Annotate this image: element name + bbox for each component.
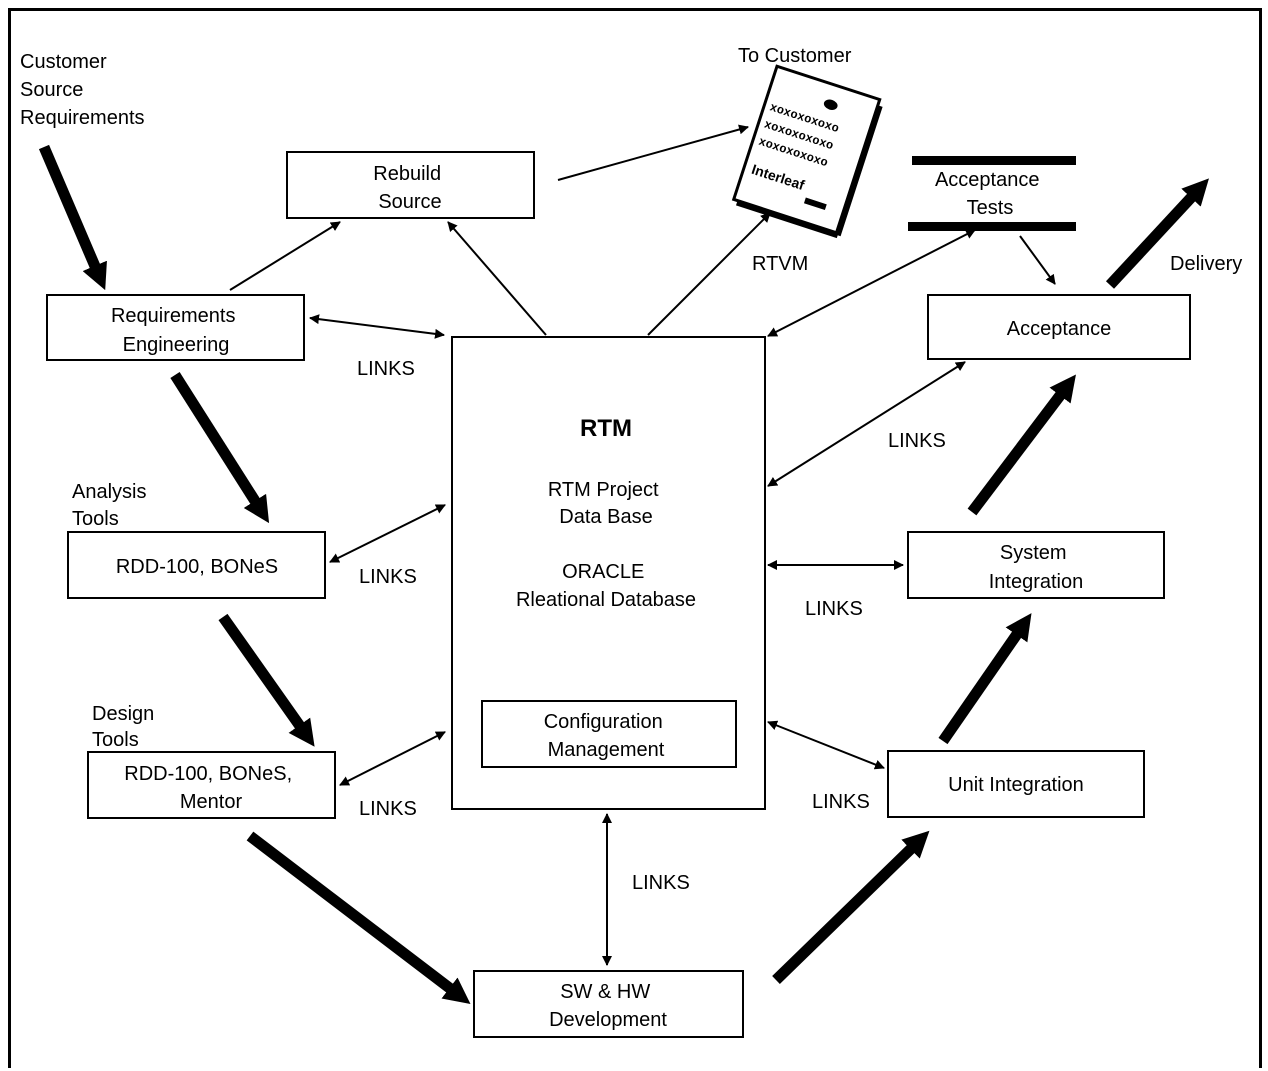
document-icon: xoxoxoxoxo xoxoxoxoxo xoxoxoxoxo Interle… <box>731 64 883 239</box>
flow-analysis-to-design <box>218 613 315 747</box>
links-label-requirements: LINKS <box>357 358 415 380</box>
unit-integration-label: Unit Integration <box>948 774 1084 796</box>
flow-unit-to-system-integration <box>938 613 1032 745</box>
flow-delivery <box>1105 178 1209 289</box>
rtm-title: RTM <box>580 415 632 442</box>
flow-system-integration-to-acceptance <box>967 374 1076 516</box>
diagram-frame <box>8 8 1262 1068</box>
links-label-unit-integration: LINKS <box>812 791 870 813</box>
rtvm-label: RTVM <box>752 253 808 275</box>
arrow-tests-to-acceptance <box>1019 235 1056 285</box>
links-label-acceptance: LINKS <box>888 430 946 452</box>
link-rtm-unit-integration <box>767 720 885 770</box>
configuration-management-label: Configuration Management <box>544 711 669 761</box>
arrow-requirements-to-rebuild <box>229 221 341 291</box>
links-label-system-integration: LINKS <box>805 598 863 620</box>
requirements-engineering-label: Requirements Engineering <box>111 305 241 356</box>
flow-design-to-development <box>246 831 471 1004</box>
design-tools-label: Design Tools <box>92 703 160 751</box>
link-rtm-acceptance-tests <box>767 229 976 337</box>
analysis-tools-box-label: RDD-100, BONeS <box>116 556 278 578</box>
rtm-project-label: RTM Project Data Base <box>548 479 664 528</box>
flow-customer-to-requirements <box>38 144 107 291</box>
acceptance-tests-label: Acceptance Tests <box>935 169 1045 219</box>
acceptance-tests-top-bar <box>912 156 1076 165</box>
arrow-rebuild-to-customer <box>557 124 749 181</box>
delivery-label: Delivery <box>1170 253 1242 275</box>
link-requirements-rtm <box>309 314 445 339</box>
arrow-rtm-to-rebuild <box>447 221 547 336</box>
flow-development-to-unit-integration <box>772 830 930 984</box>
to-customer-label: To Customer <box>738 45 852 67</box>
unit-integration-box <box>887 750 1145 818</box>
rtm-database-label: ORACLE Rleational Database <box>516 561 696 611</box>
link-rtm-acceptance <box>767 361 966 487</box>
customer-source-label: Customer Source Requirements <box>20 51 145 129</box>
flow-requirements-to-analysis <box>170 372 270 524</box>
system-integration-label: System Integration <box>989 542 1084 593</box>
rebuild-source-label: Rebuild Source <box>373 163 446 213</box>
requirements-engineering-box <box>46 294 305 361</box>
acceptance-tests-bottom-bar <box>908 222 1076 231</box>
analysis-tools-box <box>67 531 326 599</box>
design-tools-box-label: RDD-100, BONeS, Mentor <box>124 763 297 813</box>
sw-hw-development-label: SW & HW Development <box>549 981 667 1031</box>
rebuild-source-box <box>286 151 535 219</box>
links-label-design: LINKS <box>359 798 417 820</box>
system-integration-box <box>907 531 1165 599</box>
links-label-analysis: LINKS <box>359 566 417 588</box>
acceptance-label: Acceptance <box>1007 318 1112 340</box>
analysis-tools-label: Analysis Tools <box>72 481 152 530</box>
design-tools-box <box>87 751 336 819</box>
sw-hw-development-box <box>473 970 744 1038</box>
binder-hole-icon <box>823 99 838 110</box>
link-design-rtm <box>339 731 446 786</box>
links-label-development: LINKS <box>632 872 690 894</box>
arrow-rtm-to-rtvm <box>647 212 771 336</box>
link-analysis-rtm <box>329 504 446 563</box>
configuration-management-box <box>481 700 737 768</box>
